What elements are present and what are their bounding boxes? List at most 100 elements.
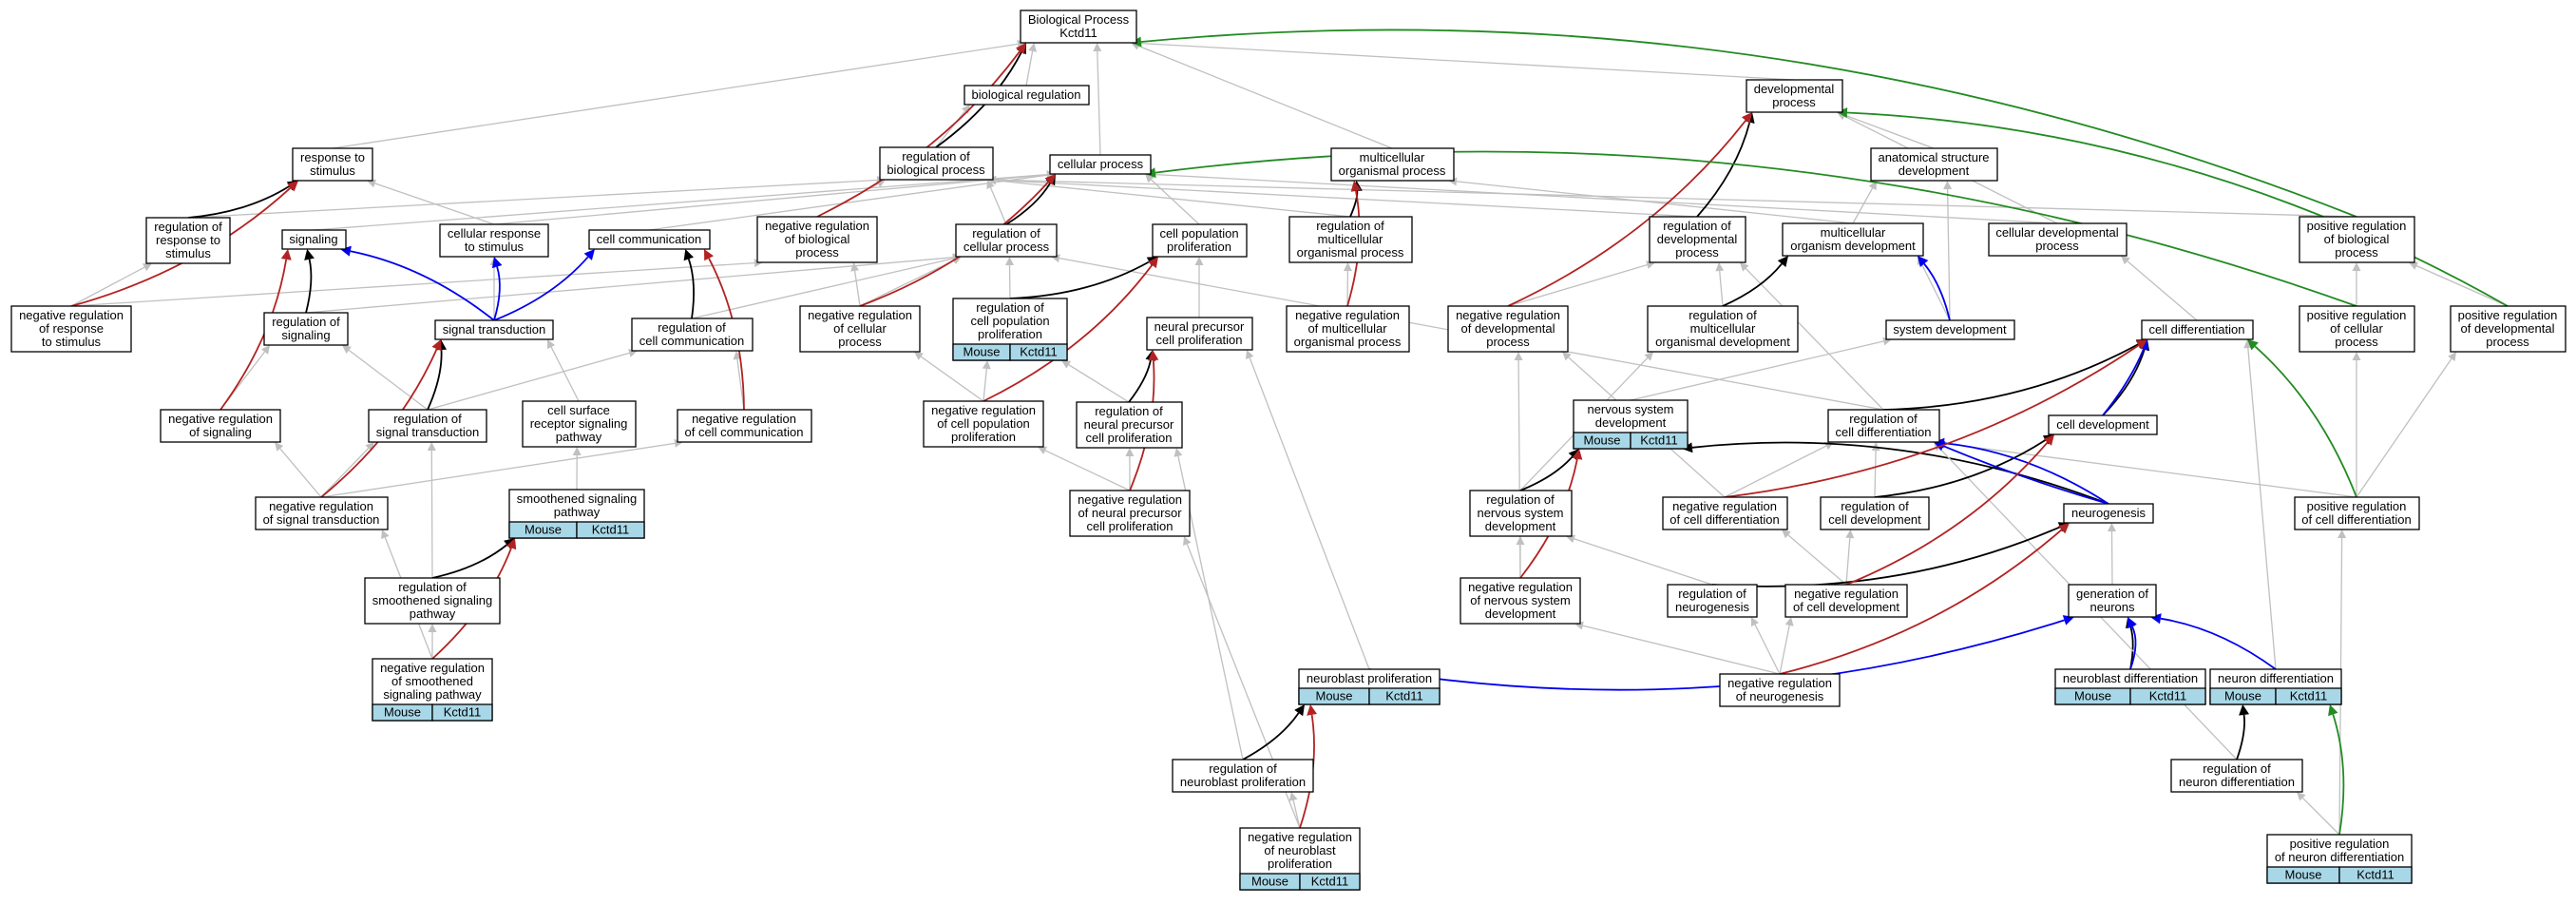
go-term-node[interactable]: cell communication [588,229,711,250]
node-label-line: neural precursor [1154,319,1245,334]
node-label-line: of signal transduction [263,512,380,527]
arrowhead-is-a [1194,257,1204,265]
go-term-node[interactable]: cell differentiation [2141,319,2254,340]
node-label-line: regulation of [658,320,726,335]
edge-is-a [493,174,1048,225]
edge-regulates [2129,626,2137,670]
go-term-node[interactable]: cellular process [1049,154,1152,175]
go-term-node[interactable]: neurogenesis [2063,503,2154,524]
arrowhead-regulates [2062,615,2074,626]
node-label-line: regulation of [1095,404,1163,418]
node-box [1286,305,1410,353]
node-box [631,318,754,352]
node-box [1988,222,2128,257]
node-label-line: negative regulation [1794,587,1899,601]
go-term-node[interactable]: system development [1885,319,2015,340]
go-term-node[interactable]: signaling [281,229,347,250]
node-box [263,312,349,346]
node-box [1152,223,1248,258]
node-box [1782,222,1924,257]
go-term-node[interactable]: cell development [2048,414,2158,435]
gene-cell [1009,343,1068,361]
go-term-node[interactable]: signal transduction [434,319,554,340]
arrowhead-is-a [1943,181,1953,190]
node-label-line: regulation of [1209,761,1277,776]
node-label-line: negative regulation [692,412,796,426]
arrowhead-is-a [1246,350,1254,359]
edge-part-of [305,259,313,314]
arrowhead-is-a [261,345,270,355]
gene-label: Kctd11 [2290,689,2328,703]
node-label-line: of nervous system [1470,593,1571,607]
go-term-node[interactable]: biological regulation [964,85,1090,106]
node-box [588,229,711,250]
arrowhead-is-a [2337,530,2347,538]
node-label-line: cell communication [597,232,702,246]
arrowhead-is-a [275,442,284,452]
arrowhead-is-a [1017,39,1026,48]
arrowhead-negatively-regulates [1572,449,1583,460]
node-label-line: receptor signaling [530,416,628,431]
edge-is-a [550,346,580,402]
gene-cell [1630,432,1689,450]
arrowhead-is-a [1566,534,1575,544]
edge-is-a [935,110,965,148]
